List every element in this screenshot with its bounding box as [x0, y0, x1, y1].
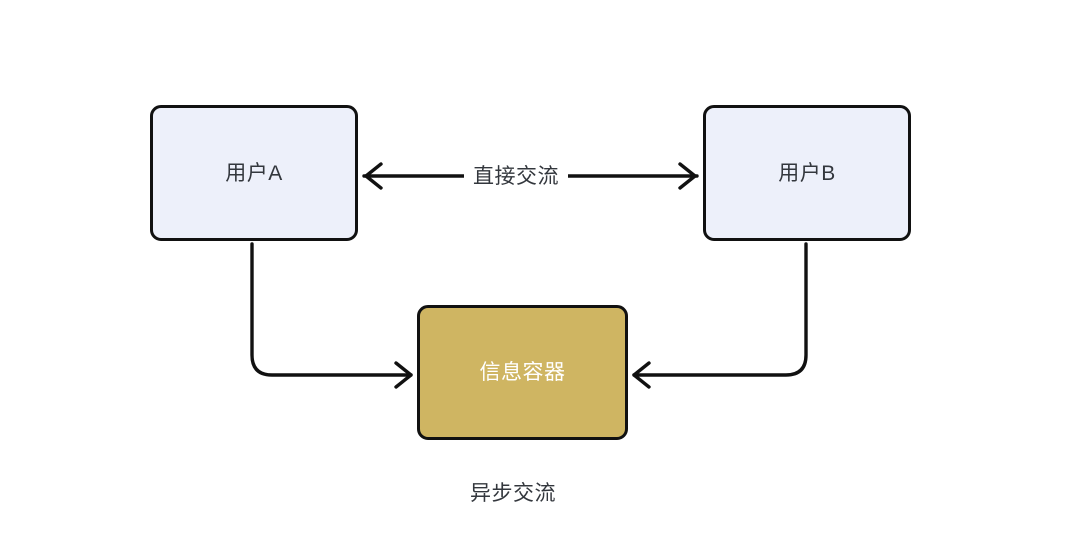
edge-user-a-to-store-arrowhead	[394, 361, 413, 389]
edge-user-b-to-store-arrowhead	[632, 361, 651, 389]
node-message-store[interactable]: 信息容器	[417, 305, 628, 440]
diagram-caption: 异步交流	[470, 482, 556, 505]
node-user-a-label: 用户A	[225, 161, 283, 185]
node-user-b-label: 用户B	[778, 161, 836, 185]
node-user-b[interactable]: 用户B	[703, 105, 911, 241]
edge-direct-communication-arrowhead-right	[678, 162, 697, 190]
edge-direct-communication-arrowhead-left	[364, 162, 383, 190]
edge-user-a-to-store-line	[250, 242, 413, 377]
edge-user-b-to-store-line	[632, 242, 808, 377]
node-user-a[interactable]: 用户A	[150, 105, 358, 241]
node-message-store-label: 信息容器	[479, 361, 566, 384]
edge-label-direct-communication: 直接交流	[464, 166, 568, 187]
